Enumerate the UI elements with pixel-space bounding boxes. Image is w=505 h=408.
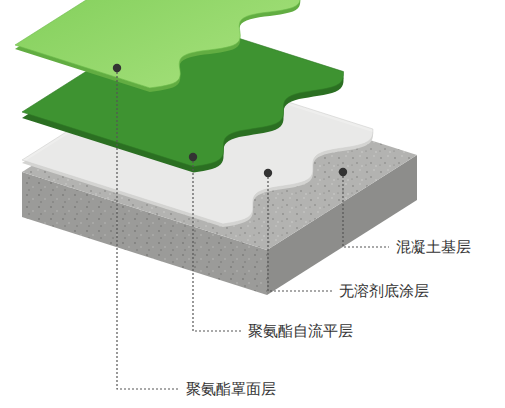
callout-dot (113, 64, 121, 72)
callout-dot (339, 168, 347, 176)
layer-label: 无溶剂底涂层 (338, 282, 430, 300)
layer-label: 混凝土基层 (395, 238, 472, 256)
layer-label: 聚氨酯罩面层 (185, 380, 277, 398)
leader-line (193, 157, 241, 331)
leader-line (268, 173, 332, 291)
topcoat-layer (15, 0, 300, 88)
callout-dot (264, 169, 272, 177)
callout-dot (189, 153, 197, 161)
layer-label: 聚氨酯自流平层 (247, 322, 354, 340)
leader-line (117, 68, 179, 389)
leader-line (343, 172, 389, 247)
